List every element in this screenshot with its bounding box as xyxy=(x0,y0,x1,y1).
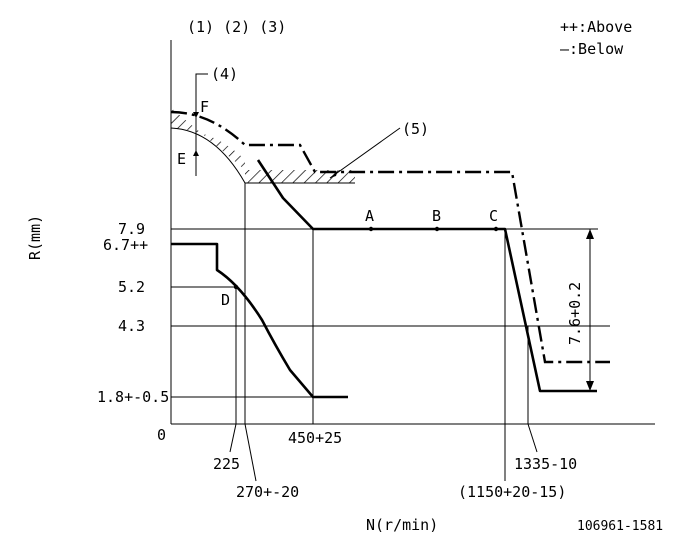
origin-label: 0 xyxy=(157,426,166,444)
marker-5: (5) xyxy=(402,120,429,138)
leader-4 xyxy=(195,73,208,176)
callouts-label: (1) (2) (3) xyxy=(187,18,286,36)
marker-a: A xyxy=(365,207,374,225)
marker-f: F xyxy=(200,98,209,116)
idle-curve xyxy=(171,242,348,399)
ytick-1-8: 1.8+-0.5 xyxy=(97,388,169,406)
xtick-450: 450+25 xyxy=(288,429,342,447)
y-axis-title: R(mm) xyxy=(26,215,44,260)
ytick-7-9: 7.9 xyxy=(118,220,145,238)
leader-270 xyxy=(244,423,257,482)
arrow-e xyxy=(193,150,199,156)
leader-225 xyxy=(229,423,237,453)
arrow-f xyxy=(193,112,199,118)
legend-below: —:Below xyxy=(560,40,624,58)
full-load-curve xyxy=(256,159,597,393)
xtick-225: 225 xyxy=(213,455,240,473)
ytick-5-2: 5.2 xyxy=(118,278,145,296)
arrow-5 xyxy=(330,170,338,178)
leader-1335 xyxy=(527,423,538,453)
hatched-band xyxy=(171,108,355,183)
x-axis-title: N(r/min) xyxy=(366,516,438,534)
point-d xyxy=(233,284,239,290)
xtick-1150: (1150+20-15) xyxy=(458,483,566,501)
legend-above: ++:Above xyxy=(560,18,632,36)
dimension-label: 7.6+0.2 xyxy=(566,282,584,345)
xtick-1335: 1335-10 xyxy=(514,455,577,473)
marker-d: D xyxy=(221,291,230,309)
leader-5 xyxy=(329,127,401,179)
marker-e: E xyxy=(177,150,186,168)
marker-c: C xyxy=(489,207,498,225)
band-lower-edge xyxy=(170,127,246,184)
marker-4: (4) xyxy=(211,65,238,83)
dim-arrow-bottom xyxy=(586,381,594,391)
ytick-6-7: 6.7++ xyxy=(103,236,148,254)
ytick-4-3: 4.3 xyxy=(118,317,145,335)
xtick-270: 270+-20 xyxy=(236,483,299,501)
point-b xyxy=(434,226,440,232)
dim-arrow-top xyxy=(586,229,594,239)
marker-b: B xyxy=(432,207,441,225)
point-c xyxy=(493,226,499,232)
doc-id: 106961-1581 xyxy=(577,519,663,534)
point-a xyxy=(368,226,374,232)
upper-limit-curve xyxy=(170,110,610,364)
